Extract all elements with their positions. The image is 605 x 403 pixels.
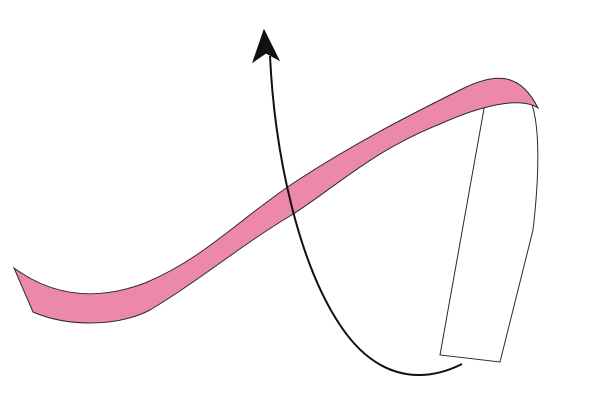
arrowhead-icon xyxy=(252,28,281,64)
pink-ribbon-band xyxy=(12,77,540,324)
curved-arrow-line xyxy=(269,55,463,376)
ribbon-back-panel xyxy=(439,97,539,363)
